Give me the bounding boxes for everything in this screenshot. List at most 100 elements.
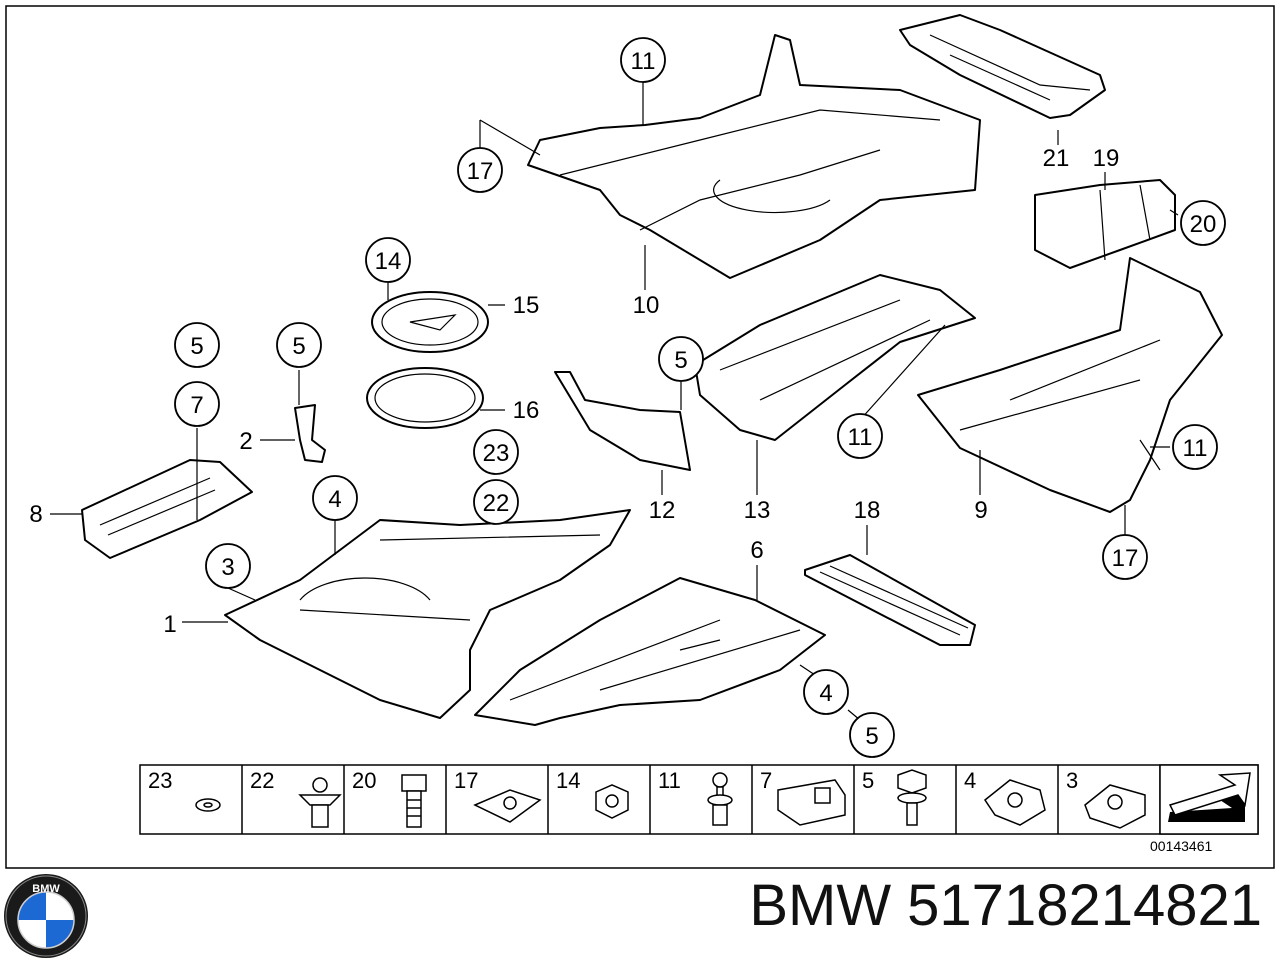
- parts-strip-label: 5: [862, 768, 874, 793]
- part-19-box: [1034, 179, 1176, 269]
- part-21-detail: [929, 34, 1091, 101]
- svg-text:20: 20: [1190, 211, 1217, 238]
- part-8-rail: [81, 459, 253, 559]
- part-19-detail: [1099, 184, 1151, 261]
- callout-21: 21: [1043, 145, 1070, 172]
- callout-5-c: 5: [658, 336, 704, 382]
- callout-4-top: 4: [312, 475, 358, 521]
- leader-3: [227, 587, 256, 601]
- callout-14: 14: [365, 237, 411, 283]
- leader-4-bottom: [799, 664, 816, 676]
- parts-strip-label: 20: [352, 768, 376, 793]
- svg-text:5: 5: [190, 333, 203, 360]
- callout-23: 23: [473, 429, 519, 475]
- leader-20: [1169, 209, 1179, 216]
- callout-16: 16: [513, 397, 540, 424]
- svg-text:11: 11: [631, 48, 656, 75]
- part-10-detail: [559, 109, 941, 231]
- part-15-inner: [381, 298, 479, 346]
- svg-text:11: 11: [848, 424, 873, 451]
- bolt-icon: [401, 774, 427, 828]
- part-9-detail: [959, 339, 1161, 471]
- callout-10: 10: [633, 292, 660, 319]
- svg-text:14: 14: [375, 248, 402, 275]
- clip-block-icon: [777, 779, 846, 826]
- spring-clip-icon: [983, 779, 1046, 826]
- callout-5-b: 5: [276, 322, 322, 368]
- parts-strip-label: 3: [1066, 768, 1078, 793]
- svg-text:3: 3: [221, 554, 234, 581]
- part-16-inner: [374, 373, 476, 423]
- callout-20: 20: [1180, 200, 1226, 246]
- callout-22: 22: [473, 479, 519, 525]
- part-15-detail: [409, 314, 457, 331]
- part-21-bracket: [899, 14, 1106, 119]
- callout-15: 15: [513, 292, 540, 319]
- svg-text:7: 7: [190, 392, 203, 419]
- part-15-cover: [371, 291, 489, 353]
- bmw-logo-lettering: BMW: [32, 883, 60, 895]
- parts-strip-label: 11: [658, 768, 681, 793]
- diagram-reference-number: 00143461: [1150, 838, 1213, 854]
- parts-strip-label: 17: [454, 768, 478, 793]
- push-rivet-icon: [298, 777, 342, 828]
- svg-text:4: 4: [328, 486, 341, 513]
- part-13-shield: [694, 274, 976, 441]
- leader-11-mid: [859, 324, 946, 421]
- expanding-rivet-icon: [707, 772, 733, 826]
- direction-arrow-icon: [1159, 764, 1259, 835]
- leader-17-top: [479, 119, 541, 156]
- part-1-detail: [299, 534, 601, 621]
- svg-text:23: 23: [483, 440, 510, 467]
- hex-nut-icon: [595, 784, 629, 819]
- part-16-seal: [366, 367, 484, 429]
- callout-19: 19: [1093, 145, 1120, 172]
- svg-text:4: 4: [819, 680, 832, 707]
- svg-text:17: 17: [1112, 545, 1139, 572]
- nut-clip-icon: [1084, 784, 1146, 829]
- part-number-title: BMW 51718214821: [749, 873, 1262, 938]
- part-6-detail: [509, 619, 801, 701]
- part-18-plate: [804, 554, 976, 646]
- screw-icon: [897, 769, 927, 826]
- callout-6: 6: [750, 537, 763, 564]
- callout-1: 1: [163, 611, 176, 638]
- diagram-frame: [5, 5, 1275, 869]
- callout-7: 7: [174, 381, 220, 427]
- callout-2: 2: [239, 428, 252, 455]
- callout-13: 13: [744, 497, 771, 524]
- part-12-panel: [554, 371, 691, 471]
- callout-17-top: 17: [457, 147, 503, 193]
- part-18-detail: [819, 565, 969, 636]
- washer-icon: [195, 798, 221, 812]
- svg-text:5: 5: [292, 333, 305, 360]
- part-1-shield: [224, 509, 631, 719]
- callout-11-top: 11: [620, 37, 666, 83]
- bmw-logo: BMW: [4, 874, 88, 958]
- callout-5-a: 5: [174, 322, 220, 368]
- callout-18: 18: [854, 497, 881, 524]
- parts-strip-label: 4: [964, 768, 976, 793]
- part-13-detail: [719, 299, 931, 401]
- svg-text:5: 5: [865, 723, 878, 750]
- part-9-shield: [917, 257, 1223, 513]
- callout-9: 9: [974, 497, 987, 524]
- part-10-underbody-shield: [527, 34, 981, 279]
- parts-strip-label: 22: [250, 768, 274, 793]
- svg-text:5: 5: [674, 347, 687, 374]
- callout-17-right: 17: [1102, 534, 1148, 580]
- part-6-shield: [474, 577, 826, 726]
- svg-text:11: 11: [1183, 435, 1208, 462]
- callout-11-mid: 11: [837, 413, 883, 459]
- callout-12: 12: [649, 497, 676, 524]
- callout-5-bottom: 5: [849, 712, 895, 758]
- callout-4-bottom: 4: [803, 669, 849, 715]
- part-2-clip: [294, 404, 326, 463]
- callout-11-right: 11: [1172, 424, 1218, 470]
- speed-nut-icon: [473, 789, 542, 823]
- callout-8: 8: [29, 501, 42, 528]
- svg-text:17: 17: [467, 158, 494, 185]
- parts-strip-label: 7: [760, 768, 772, 793]
- callout-3: 3: [205, 543, 251, 589]
